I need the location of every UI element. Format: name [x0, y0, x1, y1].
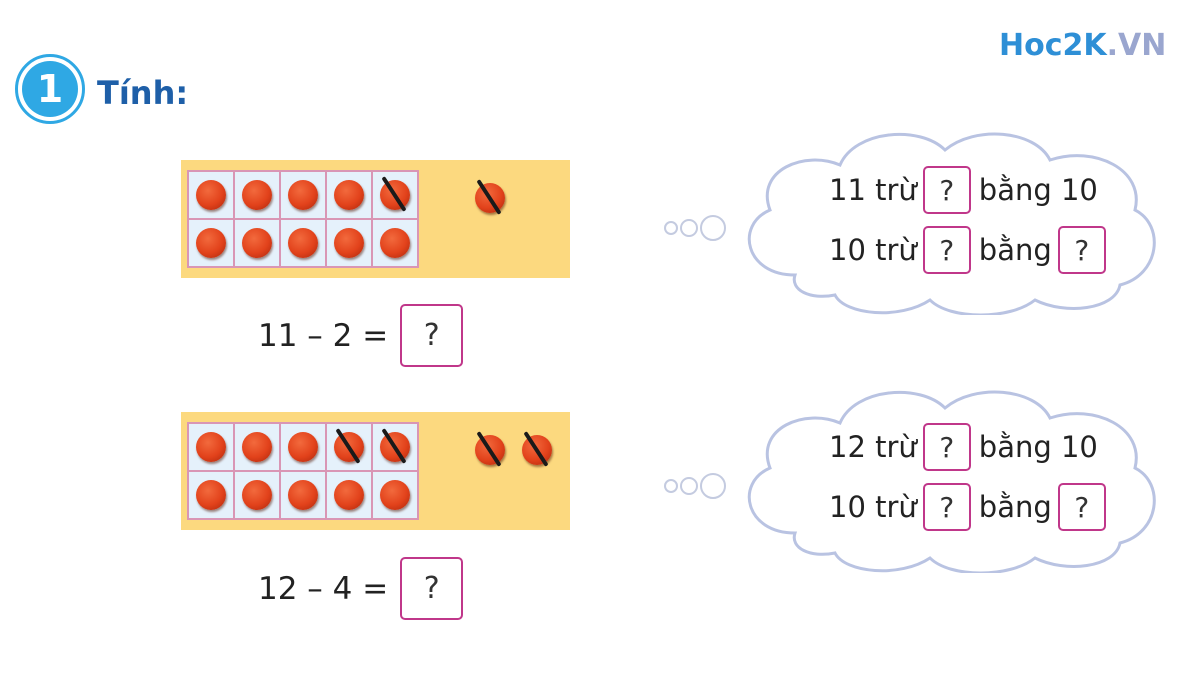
thought-cloud-1 — [747, 132, 1156, 315]
counter-dot — [196, 228, 226, 258]
counter-dot — [242, 180, 272, 210]
ten-frame-grid — [187, 422, 419, 520]
hoc2k-logo: Hoc2K.VN — [999, 28, 1167, 63]
counter-dot — [196, 432, 226, 462]
answer-box[interactable]: ? — [922, 483, 971, 531]
counter-dot — [380, 228, 410, 258]
thought-cloud-2 — [747, 390, 1156, 573]
thought-text-1: 11 trừ?bằng 10 10 trừ?bằng? — [829, 166, 1114, 286]
counter-dot — [334, 228, 364, 258]
ten-frame-panel-1 — [181, 160, 570, 278]
equation-2: 12 – 4 = ? — [258, 557, 464, 620]
answer-box[interactable]: ? — [922, 226, 971, 274]
counter-dot — [242, 228, 272, 258]
answer-box[interactable]: ? — [400, 304, 464, 367]
crossed-counter-dot — [380, 180, 410, 210]
equation-1: 11 – 2 = ? — [258, 304, 464, 367]
ten-frame-panel-2 — [181, 412, 570, 530]
answer-box[interactable]: ? — [922, 423, 971, 471]
counter-dot — [196, 180, 226, 210]
thought-text-2: 12 trừ?bằng 10 10 trừ?bằng? — [829, 423, 1114, 543]
counter-dot — [242, 432, 272, 462]
crossed-extra-dot — [475, 183, 505, 213]
answer-box[interactable]: ? — [922, 166, 971, 214]
crossed-counter-dot — [334, 432, 364, 462]
counter-dot — [288, 180, 318, 210]
exercise-number-badge: 1 — [15, 54, 85, 124]
counter-dot — [288, 480, 318, 510]
thought-bubbles-1 — [664, 215, 726, 241]
crossed-extra-dot — [522, 435, 552, 465]
crossed-counter-dot — [380, 432, 410, 462]
crossed-extra-dot — [475, 435, 505, 465]
counter-dot — [380, 480, 410, 510]
counter-dot — [288, 228, 318, 258]
exercise-title: Tính: — [97, 74, 189, 112]
thought-bubbles-2 — [664, 473, 726, 499]
ten-frame-grid — [187, 170, 419, 268]
answer-box[interactable]: ? — [1057, 226, 1106, 274]
answer-box[interactable]: ? — [1057, 483, 1106, 531]
counter-dot — [288, 432, 318, 462]
answer-box[interactable]: ? — [400, 557, 464, 620]
counter-dot — [196, 480, 226, 510]
counter-dot — [334, 180, 364, 210]
counter-dot — [334, 480, 364, 510]
counter-dot — [242, 480, 272, 510]
